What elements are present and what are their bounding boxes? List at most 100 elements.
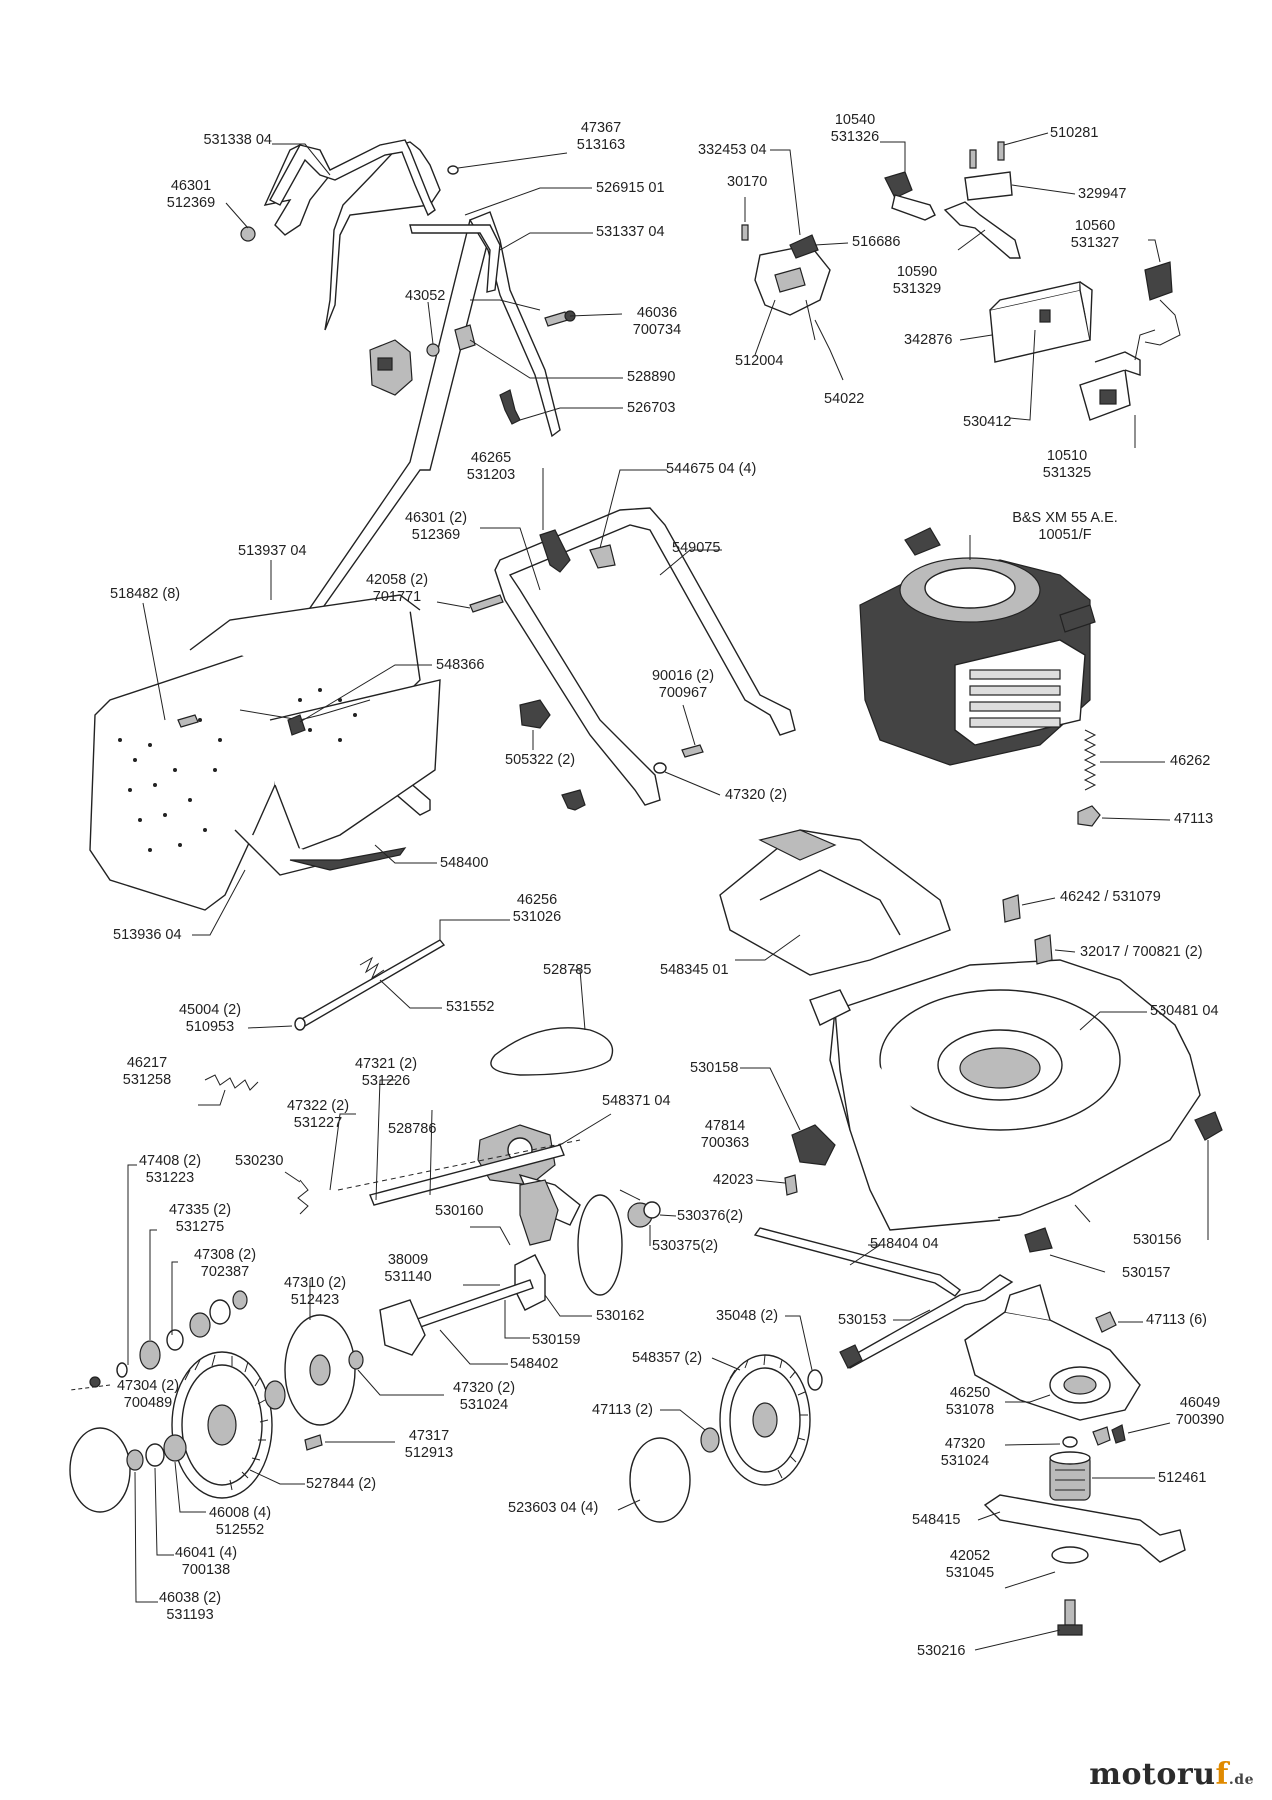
handle-top-bar: [269, 139, 436, 217]
bracket-329947: [964, 171, 1013, 201]
discharge-chute: [719, 829, 951, 976]
knob-544675: [589, 544, 616, 569]
label-47308: 47308 (2)702387: [193, 1247, 257, 1280]
label-548345: 548345 01: [660, 962, 729, 978]
ignition-switch: [880, 141, 936, 221]
bolt-head-530216: [1057, 1624, 1083, 1636]
label-530156: 530156: [1133, 1232, 1182, 1248]
nut-46008: [145, 1443, 165, 1467]
label-35048: 35048 (2): [716, 1308, 779, 1324]
label-530481: 530481 04: [1150, 1003, 1219, 1019]
label-530160: 530160: [435, 1203, 484, 1219]
label-42023: 42023: [713, 1172, 754, 1188]
pinion-stack: [89, 1290, 248, 1388]
label-45004: 45004 (2)510953: [178, 1002, 242, 1035]
hubcap-front: [629, 1437, 691, 1523]
label-530375: 530375(2): [652, 1238, 719, 1254]
lever-530153: [844, 1274, 1014, 1369]
label-548366: 548366: [436, 657, 485, 673]
rear-axle-46256: [298, 939, 446, 1027]
screw-32017: [1034, 934, 1053, 965]
label-32017: 32017 / 700821 (2): [1080, 944, 1203, 960]
front-wheel: [719, 1354, 811, 1486]
label-530157: 530157: [1122, 1265, 1171, 1281]
nut: [426, 343, 440, 357]
bolt-90016: [681, 744, 704, 758]
label-47113-6: 47113 (6): [1146, 1312, 1207, 1328]
label-528890: 528890: [627, 369, 676, 385]
label-513937: 513937 04: [238, 543, 307, 559]
nut-47113-c: [1095, 1311, 1117, 1333]
rear-wheel: [171, 1351, 273, 1499]
screw-30170: [741, 224, 749, 241]
label-530153: 530153: [838, 1312, 887, 1328]
cap-46008: [163, 1434, 187, 1462]
washer-42052: [1051, 1546, 1089, 1564]
label-46301-b: 46301 (2)512369: [404, 510, 468, 543]
bolt-530216: [1064, 1599, 1076, 1626]
washer-47320-c: [1062, 1436, 1078, 1448]
label-47321: 47321 (2)531226: [354, 1056, 418, 1089]
label-46041: 46041 (4)700138: [174, 1545, 238, 1578]
lever-grip: [839, 1344, 863, 1369]
screw: [969, 149, 977, 169]
label-42058: 42058 (2)701771: [365, 572, 429, 605]
label-530230: 530230: [235, 1153, 284, 1169]
label-46242: 46242 / 531079: [1060, 889, 1161, 905]
mower-deck: [809, 959, 1201, 1231]
spring-46262: [1083, 729, 1097, 791]
label-90016: 90016 (2)700967: [651, 668, 715, 701]
label-530412: 530412: [963, 414, 1012, 430]
label-43052: 43052: [405, 288, 446, 304]
label-47304: 47304 (2)700489: [116, 1378, 180, 1411]
gear-wheel-47310: [284, 1314, 356, 1426]
label-513936: 513936 04: [113, 927, 182, 943]
charging-socket: [1079, 329, 1156, 448]
drive-belt: [490, 1027, 614, 1076]
screw-518482: [177, 714, 199, 728]
control-box: [369, 339, 413, 396]
lever-530160: [519, 1179, 559, 1246]
washer-35048: [807, 1369, 823, 1391]
nut-46049: [1092, 1426, 1111, 1446]
label-46008: 46008 (4)512552: [208, 1505, 272, 1538]
washer-47367: [447, 165, 459, 175]
label-548404: 548404 04: [870, 1236, 939, 1252]
label-342876: 342876: [904, 332, 953, 348]
label-47320-b: 47320 (2)531024: [452, 1380, 516, 1413]
clip-530156: [1194, 1111, 1223, 1141]
label-47408: 47408 (2)531223: [138, 1153, 202, 1186]
label-47113: 47113: [1174, 811, 1214, 827]
label-548371: 548371 04: [602, 1093, 671, 1109]
axle-bracket: [379, 1299, 426, 1356]
battery: [959, 281, 1093, 363]
label-47335: 47335 (2)531275: [168, 1202, 232, 1235]
label-530158: 530158: [690, 1060, 739, 1076]
label-47310: 47310 (2)512423: [283, 1275, 347, 1308]
label-531552: 531552: [446, 999, 495, 1015]
label-548357: 548357 (2): [632, 1350, 703, 1366]
label-30170: 30170: [727, 174, 768, 190]
nut-46301: [240, 226, 256, 242]
clip-46049: [1111, 1424, 1126, 1444]
motoruf-logo[interactable]: motoruf.de: [1089, 1757, 1254, 1792]
throttle-control: [754, 234, 831, 341]
label-46262: 46262: [1170, 753, 1211, 769]
spring-531552: [359, 956, 385, 980]
spring-530230: [297, 1179, 309, 1215]
blade-adapter: [1049, 1451, 1091, 1501]
